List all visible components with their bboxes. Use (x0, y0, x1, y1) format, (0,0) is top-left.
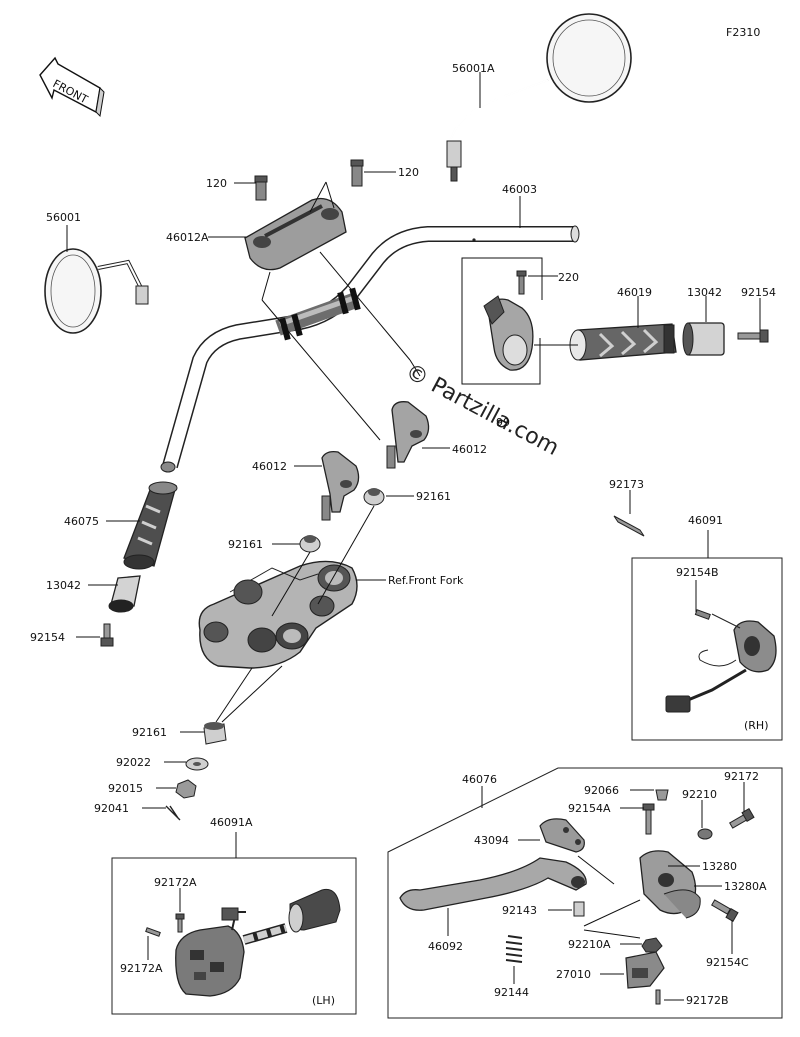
rh-switch-box (631, 557, 783, 741)
label-13042-left: 13042 (46, 579, 81, 592)
washer-92022 (185, 757, 209, 771)
label-partial-99: 99 (496, 416, 510, 429)
cap-92066 (655, 789, 669, 801)
screw-92172B (655, 989, 661, 1005)
label-27010: 27010 (556, 968, 591, 981)
label-92041: 92041 (94, 802, 129, 815)
bolt-92154-top (737, 329, 769, 343)
label-120-right: 120 (398, 166, 419, 179)
label-46019: 46019 (617, 286, 652, 299)
screw-92172A-top (175, 913, 185, 933)
label-13042-top: 13042 (687, 286, 722, 299)
label-46012-right: 46012 (452, 443, 487, 456)
bolt-92154A (642, 803, 655, 835)
label-92154C: 92154C (706, 956, 749, 969)
label-92173: 92173 (609, 478, 644, 491)
label-rh: (RH) (744, 719, 769, 732)
label-46075: 46075 (64, 515, 99, 528)
clutch-lever-46092 (399, 857, 587, 911)
label-92172A-top: 92172A (154, 876, 197, 889)
label-ref-front-fork: Ref.Front Fork (388, 574, 464, 587)
label-92154-left: 92154 (30, 631, 65, 644)
figure-code: F2310 (726, 26, 760, 39)
label-43094: 43094 (474, 834, 509, 847)
mirror-left (44, 248, 149, 334)
label-46091A: 46091A (210, 816, 253, 829)
bolt-92154-left (100, 623, 114, 647)
bushing-92161-a (363, 488, 385, 506)
lever-43094 (539, 818, 585, 853)
screw-92172A-bottom (145, 927, 161, 937)
label-92144: 92144 (494, 986, 529, 999)
label-92154-top: 92154 (741, 286, 776, 299)
label-92161-b: 92161 (228, 538, 263, 551)
label-46091: 46091 (688, 514, 723, 527)
switch-27010 (625, 951, 665, 989)
screw-92172 (729, 807, 755, 829)
clutch-lever-box (387, 767, 783, 1019)
label-92210A: 92210A (568, 938, 611, 951)
label-220: 220 (558, 271, 579, 284)
riser-right (386, 401, 430, 469)
label-46003: 46003 (502, 183, 537, 196)
spring-92144 (505, 935, 523, 963)
grip-right (569, 323, 677, 361)
throttle-group-box (461, 257, 543, 385)
label-13280A: 13280A (724, 880, 767, 893)
label-92172A-bottom: 92172A (120, 962, 163, 975)
washer-92210 (697, 828, 713, 840)
bushing-92161-b (299, 535, 321, 553)
grip-left (123, 481, 178, 570)
collar-92143 (573, 901, 585, 917)
rh-switch-housing (665, 609, 777, 713)
label-46076: 46076 (462, 773, 497, 786)
nut-92015 (175, 779, 197, 799)
label-92143: 92143 (502, 904, 537, 917)
riser-left (321, 450, 360, 521)
label-92022: 92022 (116, 756, 151, 769)
label-92210: 92210 (682, 788, 717, 801)
label-92161-a: 92161 (416, 490, 451, 503)
bar-end-weight-right (682, 322, 725, 356)
label-92154B: 92154B (676, 566, 719, 579)
label-56001A: 56001A (452, 62, 495, 75)
mirror-right (446, 13, 632, 182)
label-56001: 56001 (46, 211, 81, 224)
label-13280: 13280 (702, 860, 737, 873)
bolt-92154C (711, 899, 739, 923)
handlebar-upper-clamp (244, 159, 364, 271)
label-92161-c: 92161 (132, 726, 167, 739)
label-92015: 92015 (108, 782, 143, 795)
label-46092: 46092 (428, 940, 463, 953)
label-lh: (LH) (312, 994, 335, 1007)
bar-end-weight-left (108, 575, 141, 613)
bushing-92161-c (203, 722, 227, 745)
clutch-perch (639, 850, 701, 919)
lh-switch-housing (175, 888, 341, 997)
upper-triple-clamp (198, 560, 358, 669)
label-92066: 92066 (584, 784, 619, 797)
label-92172B: 92172B (686, 994, 729, 1007)
label-120-left: 120 (206, 177, 227, 190)
label-92172: 92172 (724, 770, 759, 783)
label-92154A: 92154A (568, 802, 611, 815)
label-46012-left: 46012 (252, 460, 287, 473)
clip-92173 (613, 515, 645, 537)
label-46012A: 46012A (166, 231, 209, 244)
throttle-housing (483, 270, 534, 371)
nut-92210A (641, 937, 663, 953)
front-arrow-icon: FRONT (39, 56, 105, 118)
lh-switch-box (111, 857, 357, 1015)
cotter-pin-92041 (165, 805, 181, 821)
